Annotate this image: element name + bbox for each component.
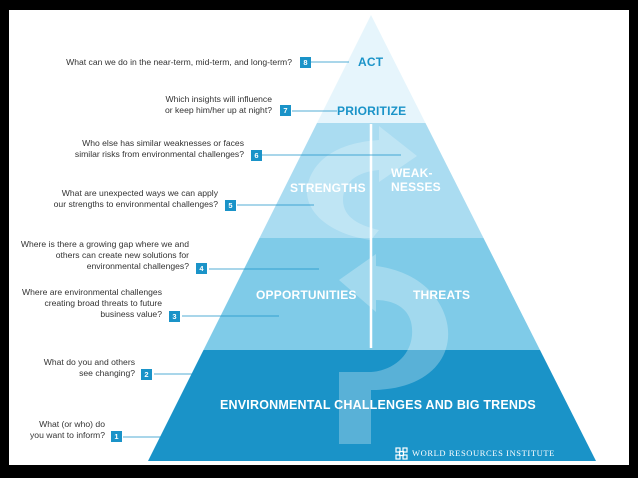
act-label: ACT: [358, 55, 384, 69]
question-7: Which insights will influence or keep hi…: [164, 94, 272, 115]
badge-6: 6: [251, 150, 262, 161]
strengths-label: STRENGTHS: [290, 181, 366, 195]
opportunities-label: OPPORTUNITIES: [256, 288, 357, 302]
badge-8: 8: [300, 57, 311, 68]
weaknesses-label: WEAK- NESSES: [391, 166, 441, 194]
question-8: What can we do in the near-term, mid-ter…: [66, 57, 292, 67]
question-2: What do you and others see changing?: [43, 357, 135, 378]
badge-2: 2: [141, 369, 152, 380]
badge-4: 4: [196, 263, 207, 274]
question-5: What are unexpected ways we can apply ou…: [53, 188, 218, 209]
s-curve-arrow-upper: [306, 126, 417, 240]
badge-1: 1: [111, 431, 122, 442]
badge-5: 5: [225, 200, 236, 211]
badge-3: 3: [169, 311, 180, 322]
slide: ACT PRIORITIZE STRENGTHS WEAK- NESSES OP…: [9, 10, 629, 465]
tier-bottom: [148, 350, 596, 461]
org-name: WORLD RESOURCES INSTITUTE: [412, 448, 555, 458]
prioritize-label: PRIORITIZE: [337, 104, 407, 118]
base-label: ENVIRONMENTAL CHALLENGES AND BIG TRENDS: [220, 398, 536, 412]
question-1: What (or who) do you want to inform?: [30, 419, 105, 440]
pyramid-diagram: [123, 15, 596, 461]
leader-lines: [123, 61, 401, 438]
badge-7: 7: [280, 105, 291, 116]
question-6: Who else has similar weaknesses or faces…: [74, 138, 244, 159]
question-4: Where is there a growing gap where we an…: [20, 239, 189, 271]
wri-logo: WORLD RESOURCES INSTITUTE: [395, 446, 555, 460]
threats-label: THREATS: [413, 288, 471, 302]
question-3: Where are environmental challenges creat…: [22, 287, 162, 319]
s-curve-arrow: [339, 254, 449, 444]
wri-knot-icon: [395, 446, 408, 460]
